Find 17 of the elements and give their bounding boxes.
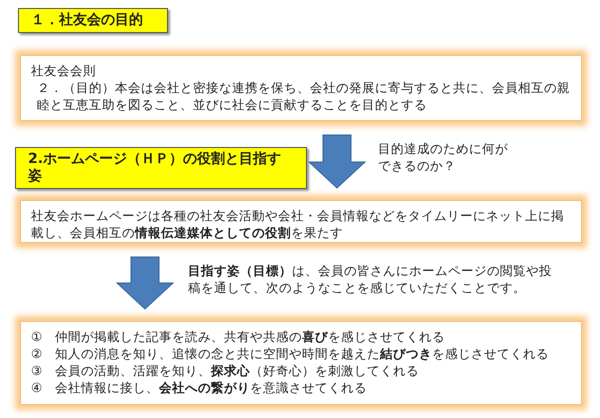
body-text: ① 仲間が掲載した記事を読み、共有や共感の喜びを感じさせてくれる <box>31 328 446 345</box>
body-text: ③ 会員の活動、活躍を知り、探求心（好奇心）を刺激してくれる <box>31 362 420 379</box>
text-card <box>20 55 582 121</box>
heading-box <box>15 147 307 189</box>
body-text: ② 知人の消息を知り、追懐の念と共に空間や時間を越えた結びつきを感じさせてくれる <box>31 345 550 362</box>
body-text: ２．（目的）本会は会社と密接な連携を保ち、会社の発展に寄与すると共に、会員相互の親睦と互恵互助を図ること、並びに社会に貢献することを目的とする <box>36 79 571 113</box>
body-text: 社友会会則 <box>31 62 97 79</box>
body-text: ④ 会社情報に接し、会社への繋がりを意識させてくれる <box>31 379 368 396</box>
heading-text: 2.ホームページ（ＨＰ）の役割と目指す姿 <box>28 151 282 185</box>
text-card <box>20 321 582 405</box>
heading-text: １．社友会の目的 <box>31 12 144 29</box>
text-card <box>20 200 582 243</box>
body-text: 社友会ホームページは各種の社友会活動や会社・会員情報などをタイムリーにネット上に掲載し、会員相互の情報伝達媒体としての役割を果たす <box>31 207 565 241</box>
edge-label: 目的達成のために何ができるのか？ <box>378 140 508 174</box>
heading-box <box>18 8 168 33</box>
block-arrow <box>308 134 366 189</box>
block-arrow <box>116 256 174 310</box>
